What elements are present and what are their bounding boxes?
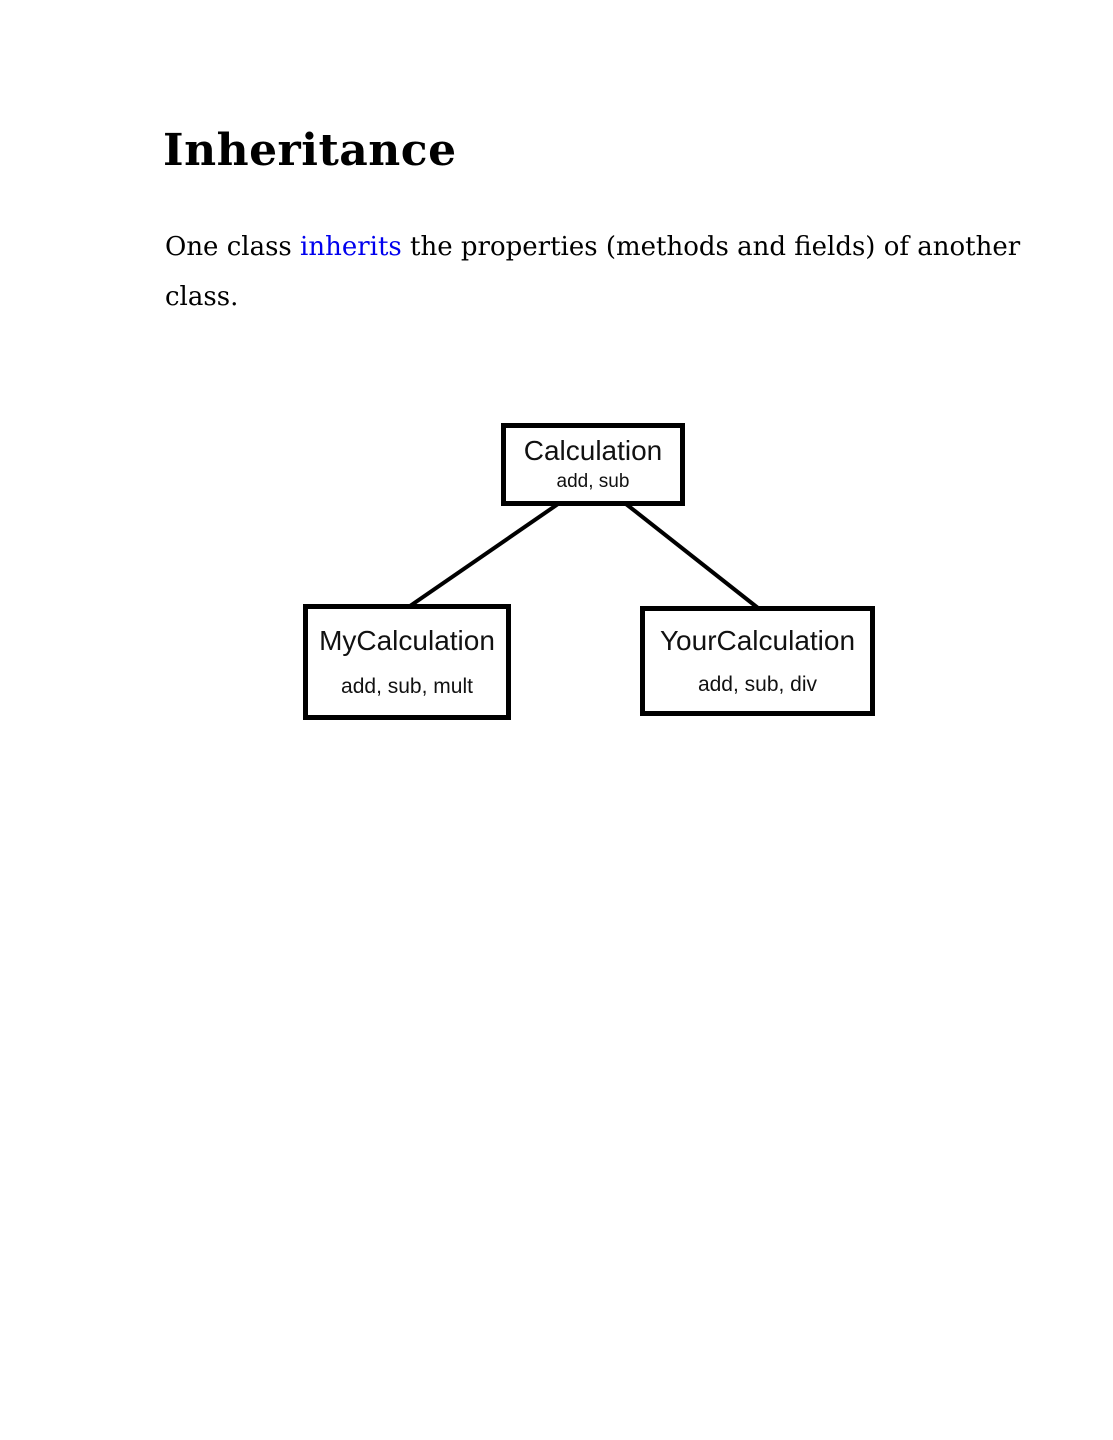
class-node-mycalculation: MyCalculation add, sub, mult (303, 604, 511, 720)
class-members-mycalculation: add, sub, mult (341, 674, 473, 698)
class-name-yourcalculation: YourCalculation (659, 625, 856, 657)
edge-calculation-to-yourcalculation (624, 502, 760, 610)
edge-calculation-to-mycalculation (408, 502, 560, 608)
class-node-calculation: Calculation add, sub (501, 423, 685, 506)
paragraph-text-after: the properties (methods and fields) of a… (165, 232, 1021, 312)
class-members-calculation: add, sub (556, 471, 630, 493)
class-name-calculation: Calculation (523, 434, 663, 466)
class-node-yourcalculation: YourCalculation add, sub, div (640, 606, 875, 716)
class-name-mycalculation: MyCalculation (319, 625, 495, 657)
intro-paragraph: One class inherits the properties (metho… (165, 222, 1065, 322)
inherits-link[interactable]: inherits (300, 232, 402, 262)
paragraph-text-before: One class (165, 232, 301, 262)
class-members-yourcalculation: add, sub, div (697, 672, 818, 696)
page-title: Inheritance (163, 125, 457, 176)
